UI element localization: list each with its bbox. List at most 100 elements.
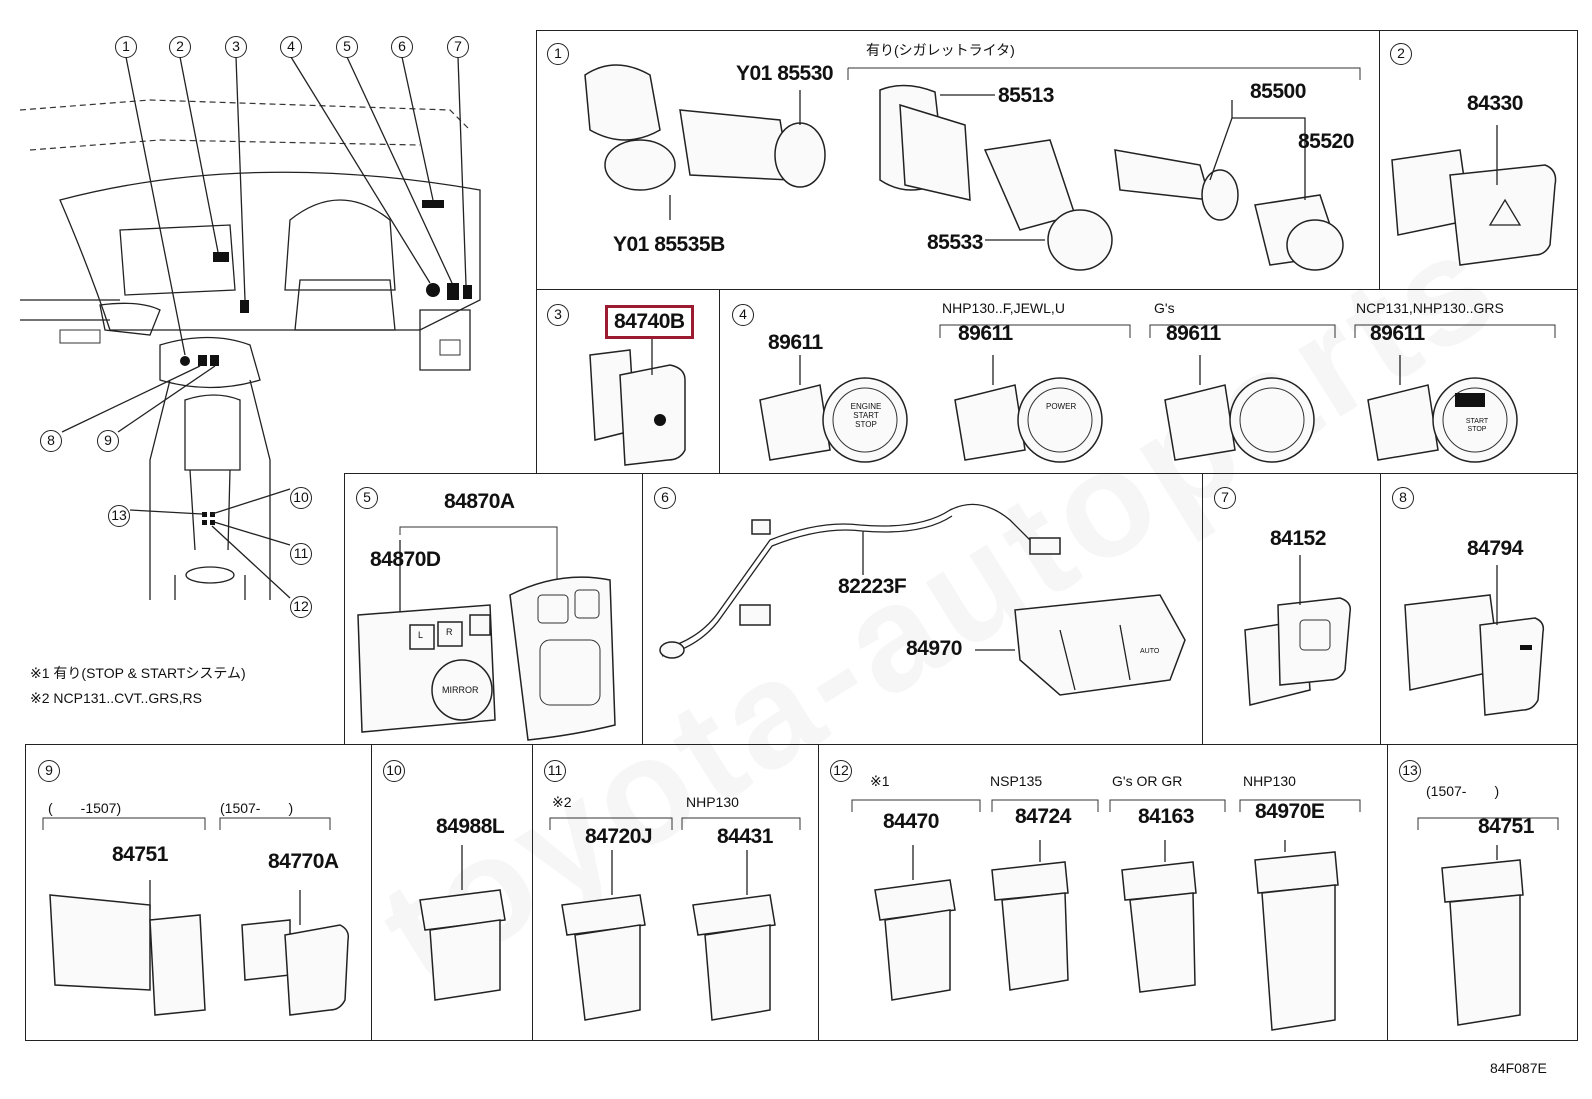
auto-label: AUTO — [1140, 648, 1160, 655]
part-84724[interactable]: 84724 — [1015, 805, 1071, 828]
panel-13-number: 13 — [1399, 760, 1421, 782]
callout-6[interactable]: 6 — [391, 36, 413, 58]
callout-10[interactable]: 10 — [290, 487, 312, 509]
panel7-art — [1244, 555, 1352, 706]
panel4-art — [759, 324, 1556, 463]
part-85500[interactable]: 85500 — [1250, 80, 1306, 103]
part-84970[interactable]: 84970 — [906, 637, 962, 660]
panel6-art — [659, 503, 1186, 696]
p9-variant-post1507: (1507- ) — [220, 800, 294, 816]
panel-3-number: 3 — [547, 304, 569, 326]
note-2: ※2 NCP131..CVT..GRS,RS — [30, 690, 203, 706]
panel3-art — [589, 338, 686, 466]
callout-3[interactable]: 3 — [225, 36, 247, 58]
callout-5[interactable]: 5 — [336, 36, 358, 58]
panel-12-number: 12 — [830, 760, 852, 782]
panel-8 — [1380, 473, 1578, 745]
part-y01-85530[interactable]: Y01 85530 — [736, 62, 834, 85]
part-85520[interactable]: 85520 — [1298, 130, 1354, 153]
panel13-art — [1417, 817, 1559, 1026]
part-84163[interactable]: 84163 — [1138, 805, 1194, 828]
part-84870d[interactable]: 84870D — [370, 548, 441, 571]
panel-2-number: 2 — [1390, 43, 1412, 65]
panel12-art — [851, 799, 1361, 1031]
dashboard-illustration — [19, 56, 481, 600]
p12-variant-gs-or-gr: G's OR GR — [1112, 773, 1183, 789]
part-85533[interactable]: 85533 — [927, 231, 983, 254]
p12-variant-nsp135: NSP135 — [990, 773, 1043, 789]
part-89611-nhp130[interactable]: 89611 — [958, 322, 1013, 345]
gr-start-stop-label: START STOP — [1465, 418, 1489, 433]
mirror-switch-l: L — [418, 630, 424, 640]
panel10-art — [419, 845, 506, 1001]
panel-11-number: 11 — [544, 760, 566, 782]
part-89611-grs[interactable]: 89611 — [1370, 322, 1425, 345]
panel11-art — [549, 817, 801, 1021]
callout-7[interactable]: 7 — [447, 36, 469, 58]
panel8-art — [1404, 565, 1545, 716]
part-89611-base[interactable]: 89611 — [768, 331, 823, 354]
callout-13[interactable]: 13 — [108, 505, 130, 527]
p12-variant-note1: ※1 — [870, 773, 890, 789]
part-84470[interactable]: 84470 — [883, 810, 939, 833]
p11-variant-nhp130: NHP130 — [686, 794, 739, 810]
panel-4-number: 4 — [732, 304, 754, 326]
panel9-art — [42, 817, 350, 1016]
panel-8-number: 8 — [1392, 487, 1414, 509]
panel-6 — [642, 473, 1203, 745]
panel1-art — [584, 64, 1361, 271]
power-label: POWER — [1046, 402, 1077, 411]
callout-8[interactable]: 8 — [40, 430, 62, 452]
p1-group-label: 有り(シガレットライタ) — [866, 42, 1015, 58]
mirror-label: MIRROR — [442, 685, 479, 695]
p12-variant-nhp130: NHP130 — [1243, 773, 1296, 789]
panel-4 — [719, 289, 1578, 474]
part-84988l[interactable]: 84988L — [436, 815, 505, 838]
note-1: ※1 有り(STOP & STARTシステム) — [30, 665, 246, 681]
panel-5-number: 5 — [356, 487, 378, 509]
part-84720j[interactable]: 84720J — [585, 825, 653, 848]
part-85513[interactable]: 85513 — [998, 84, 1054, 107]
part-82223f[interactable]: 82223F — [838, 575, 907, 598]
part-84152[interactable]: 84152 — [1270, 527, 1326, 550]
part-84770a[interactable]: 84770A — [268, 850, 339, 873]
panel2-art — [1391, 125, 1557, 266]
part-84870a[interactable]: 84870A — [444, 490, 515, 513]
part-84751-p13[interactable]: 84751 — [1478, 815, 1534, 838]
panel5-art — [357, 526, 616, 741]
panel-6-number: 6 — [654, 487, 676, 509]
callout-4[interactable]: 4 — [280, 36, 302, 58]
p4-variant-ncp131: NCP131,NHP130..GRS — [1356, 300, 1504, 316]
callout-12[interactable]: 12 — [290, 596, 312, 618]
part-89611-gs[interactable]: 89611 — [1166, 322, 1221, 345]
panel-7 — [1202, 473, 1381, 745]
p4-variant-gs: G's — [1154, 300, 1175, 316]
panel-2 — [1379, 30, 1578, 290]
callout-11[interactable]: 11 — [290, 543, 312, 565]
part-84751-p9[interactable]: 84751 — [112, 843, 168, 866]
part-84431[interactable]: 84431 — [717, 825, 773, 848]
diagram-code: 84F087E — [1490, 1060, 1547, 1076]
part-84970e[interactable]: 84970E — [1255, 800, 1325, 823]
p11-variant-note2: ※2 — [552, 794, 572, 810]
panel-9-number: 9 — [38, 760, 60, 782]
part-84740b[interactable]: 84740B — [605, 305, 694, 339]
part-84794[interactable]: 84794 — [1467, 537, 1523, 560]
panel-7-number: 7 — [1214, 487, 1236, 509]
part-y01-85535b[interactable]: Y01 85535B — [613, 233, 725, 256]
part-84330[interactable]: 84330 — [1467, 92, 1523, 115]
panel-12 — [818, 744, 1388, 1041]
panel-10 — [371, 744, 533, 1041]
panel-9 — [25, 744, 372, 1041]
p9-variant-pre1507: ( -1507) — [48, 800, 122, 816]
p13-variant-post1507: (1507- ) — [1426, 783, 1500, 799]
panel-10-number: 10 — [383, 760, 405, 782]
callout-9[interactable]: 9 — [97, 430, 119, 452]
callout-1[interactable]: 1 — [115, 36, 137, 58]
callout-2[interactable]: 2 — [169, 36, 191, 58]
p4-variant-nhp130: NHP130..F,JEWL,U — [942, 300, 1065, 316]
engine-start-stop-label: ENGINE START STOP — [850, 402, 882, 429]
mirror-switch-r: R — [446, 627, 453, 637]
